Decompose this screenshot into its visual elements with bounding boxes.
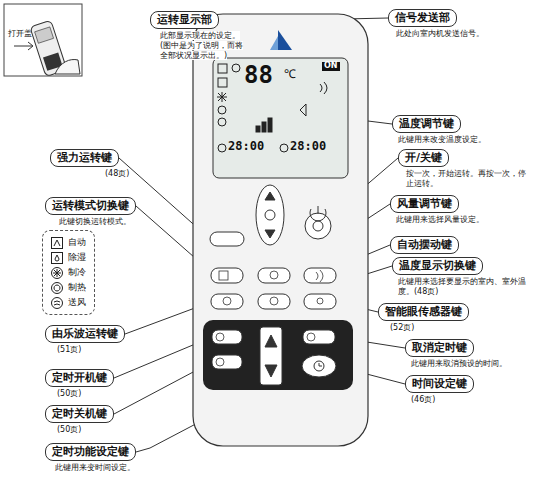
lcd-screen — [213, 58, 348, 178]
callout-heading: 取消定时键 — [405, 339, 474, 357]
inset-hand — [55, 60, 80, 74]
mode-name: 除湿 — [68, 250, 86, 265]
mode-icon — [51, 237, 63, 249]
callout-label: 自动摆动键 — [390, 233, 459, 254]
callout-label: 由乐波运转键 (51页) — [45, 322, 125, 355]
callout-label: 开/关键按一次，开始运转。再按一次，停止运转。 — [398, 146, 526, 189]
callout-description: (50页) — [57, 389, 117, 399]
description-text: 此键切换运转模式。 — [59, 217, 131, 226]
mode-icon — [51, 267, 63, 279]
callout-description: (48页) — [105, 169, 155, 179]
callout-description: 此部显示现在的设定。(图中是为了说明，而将全部状况显示出。) — [160, 31, 250, 61]
callout-description: 此键用来改变温度设定。 — [398, 135, 548, 145]
description-text: (50页) — [57, 389, 81, 398]
callout-label: 温度调节键此键用来改变温度设定。 — [392, 112, 548, 145]
callout-label: 运转显示部此部显示现在的设定。(图中是为了说明，而将全部状况显示出。) — [150, 8, 250, 61]
mode-item: 送风 — [51, 295, 86, 310]
callout-description: (46页) — [411, 395, 471, 405]
callout-heading: 温度显示切换键 — [392, 257, 483, 275]
description-text: 此键用来取消预设的时间。 — [411, 359, 507, 368]
callout-heading: 由乐波运转键 — [45, 325, 125, 343]
callout-heading: 运转显示部 — [150, 11, 219, 29]
callout-label: 运转模式切换键此键切换运转模式。 — [45, 194, 179, 227]
description-text: 此键用来改变温度设定。 — [398, 135, 486, 144]
callout-label: 定时功能设定键此键用来变时间设定。 — [45, 440, 205, 473]
callout-heading: 定时关机键 — [45, 405, 114, 423]
callout-description: 此处向室内机发送信号。 — [396, 29, 546, 39]
callout-description: 此键切换运转模式。 — [59, 217, 179, 227]
inset-caption: 打开盖 — [8, 30, 32, 39]
callout-heading: 智能眼传感器键 — [378, 303, 469, 321]
description-text: 此部显示现在的设定。(图中是为了说明，而将全部状况显示出。) — [160, 31, 243, 60]
callout-heading: 强力运转键 — [50, 149, 119, 167]
mode-name: 送风 — [68, 295, 86, 310]
callout-heading: 定时功能设定键 — [45, 443, 136, 461]
callout-label: 定时开机键 (50页) — [45, 366, 117, 399]
mode-item: 制热 — [51, 280, 86, 295]
brand-logo — [270, 36, 278, 50]
description-text: (46页) — [411, 395, 435, 404]
brand-logo — [278, 30, 292, 50]
callout-label: 智能眼传感器键 (52页) — [378, 300, 469, 333]
lcd-time: 28:00 — [228, 140, 264, 153]
callout-heading: 自动摆动键 — [390, 236, 459, 254]
callout-label: 风量调节键此键用来选择风量设定。 — [390, 192, 546, 225]
mode-item: 自动 — [51, 235, 86, 250]
mode-icon — [51, 282, 63, 294]
callout-heading: 运转模式切换键 — [45, 197, 136, 215]
button-glyphs — [216, 270, 323, 366]
inset-frame — [4, 4, 82, 76]
mode-name: 自动 — [68, 235, 86, 250]
callout-label: 时间设定键 (46页) — [405, 372, 474, 405]
mode-list-box: 自动除湿制冷制热送风 — [42, 230, 95, 315]
description-text: 按一次，开始运转。再按一次，停止运转。 — [406, 169, 526, 188]
mode-item: 制冷 — [51, 265, 86, 280]
callout-description: 按一次，开始运转。再按一次，停止运转。 — [406, 169, 526, 189]
mode-name: 制冷 — [68, 265, 86, 280]
callout-heading: 温度调节键 — [392, 115, 461, 133]
description-text: (51页) — [57, 345, 81, 354]
lcd-temperature: 88 — [244, 62, 273, 88]
callout-label: 定时关机键 (50页) — [45, 402, 117, 435]
remote-buttons — [210, 185, 336, 309]
callout-description: (51页) — [57, 345, 117, 355]
callout-heading: 风量调节键 — [390, 195, 459, 213]
description-text: 此键用来变时间设定。 — [55, 463, 135, 472]
lcd-on: ON — [322, 62, 340, 71]
callout-description: 此键用来选择要显示的室内、室外温度。(48页) — [398, 277, 538, 297]
callout-heading: 开/关键 — [398, 149, 449, 167]
description-text: (52页) — [390, 323, 414, 332]
mode-icon — [51, 252, 63, 264]
description-text: 此键用来选择要显示的室内、室外温度。(48页) — [398, 277, 526, 296]
timer-panel — [203, 320, 353, 390]
callout-description: 此键用来变时间设定。 — [55, 463, 205, 473]
remote-body — [193, 14, 368, 446]
callout-heading: 定时开机键 — [45, 369, 114, 387]
description-text: (50页) — [57, 425, 81, 434]
mode-icon — [51, 297, 63, 309]
callout-label: 强力运转键 (48页) — [50, 146, 155, 179]
lcd-time: 28:00 — [290, 140, 326, 153]
callout-heading: 信号发送部 — [388, 9, 457, 27]
mode-item: 除湿 — [51, 250, 86, 265]
callout-label: 取消定时键此键用来取消预设的时间。 — [405, 336, 550, 369]
lcd-unit: ℃ — [284, 68, 296, 81]
callout-description: (50页) — [57, 425, 117, 435]
description-text: (48页) — [105, 169, 129, 178]
callout-description: 此键用来选择风量设定。 — [396, 215, 546, 225]
callout-description: 此键用来取消预设的时间。 — [411, 359, 550, 369]
description-text: 此处向室内机发送信号。 — [396, 29, 484, 38]
inset-arrow — [14, 42, 33, 50]
callout-description: (52页) — [390, 323, 450, 333]
callout-label: 温度显示切换键此键用来选择要显示的室内、室外温度。(48页) — [392, 254, 538, 297]
timer-buttons — [212, 327, 336, 385]
mode-name: 制热 — [68, 280, 86, 295]
description-text: 此键用来选择风量设定。 — [396, 215, 484, 224]
callout-heading: 时间设定键 — [405, 375, 474, 393]
callout-label: 信号发送部此处向室内机发送信号。 — [388, 6, 546, 39]
